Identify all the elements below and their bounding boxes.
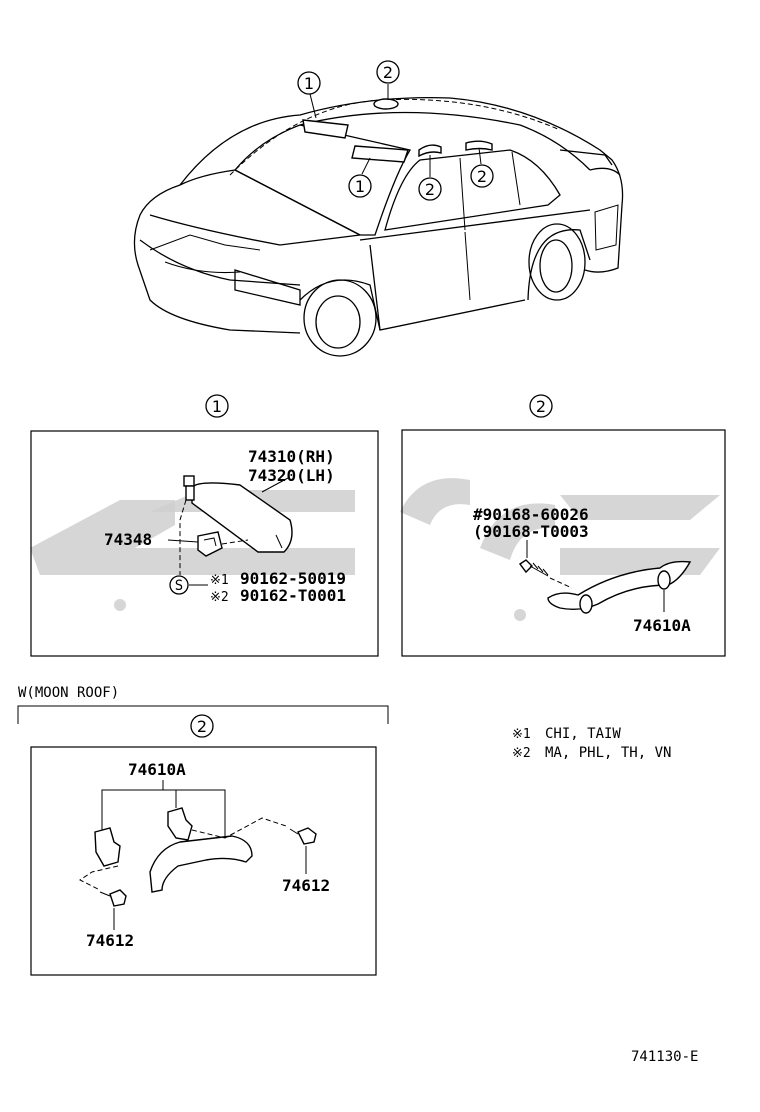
section-1-callout: 1: [212, 397, 222, 416]
screw-2: 90162-T0001: [240, 586, 346, 605]
callout-1-front: 1: [355, 177, 365, 196]
moonroof-callout: 2: [197, 717, 207, 736]
region-notes: ※1 CHI, TAIW ※2 MA, PHL, TH, VN: [512, 726, 671, 761]
screw-a: #90168-60026: [473, 505, 589, 524]
note-1-mark: ※1: [512, 727, 531, 742]
note-1-text: CHI, TAIW: [545, 726, 621, 742]
note-2-mark: ※2: [512, 746, 531, 761]
box-sun-visor: S 74310(RH) 74320(LH) 74348 ※1 90162-500…: [30, 430, 379, 657]
vehicle-overview: 1 2 1 2 2: [133, 60, 624, 357]
note-mark-2: ※2: [210, 590, 229, 605]
moonroof-cap-left: 74612: [86, 931, 134, 950]
screw-mark: S: [175, 578, 183, 594]
section-2-callout: 2: [536, 397, 546, 416]
callout-2-roof: 2: [383, 63, 393, 82]
moonroof-grip-part: 74610A: [128, 760, 186, 779]
moonroof-section: W(MOON ROOF) 2 74610A 74612 74612: [17, 685, 389, 976]
watermark: [30, 478, 720, 621]
note-2-text: MA, PHL, TH, VN: [545, 745, 671, 761]
box-assist-grip: #90168-60026 (90168-T0003 74610A: [401, 429, 726, 657]
figure-code: 741130-E: [631, 1049, 698, 1065]
note-mark-1: ※1: [210, 573, 229, 588]
callout-2-right: 2: [477, 167, 487, 186]
callout-1-top: 1: [304, 74, 314, 93]
part-visor-lh: 74320(LH): [248, 466, 335, 485]
part-visor-rh: 74310(RH): [248, 447, 335, 466]
screw-b: (90168-T0003: [473, 522, 589, 541]
moonroof-cap-right: 74612: [282, 876, 330, 895]
callout-2-left: 2: [425, 180, 435, 199]
part-holder: 74348: [104, 530, 152, 549]
moonroof-header: W(MOON ROOF): [18, 685, 119, 701]
grip-part: 74610A: [633, 616, 691, 635]
screw-1: 90162-50019: [240, 569, 346, 588]
